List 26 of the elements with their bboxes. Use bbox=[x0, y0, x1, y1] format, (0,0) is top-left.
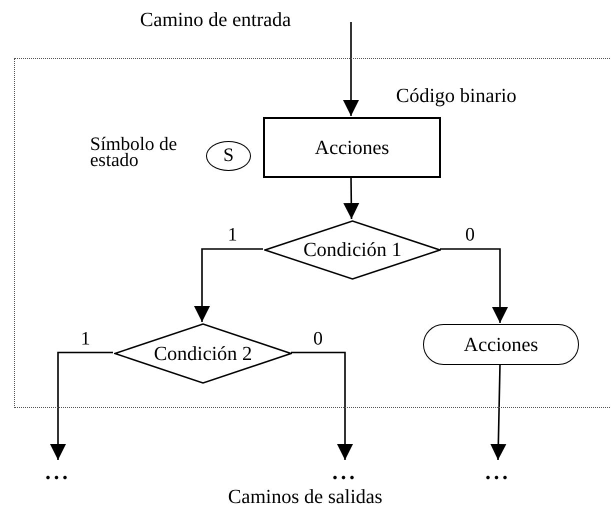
node-text: Condición 2 bbox=[154, 342, 252, 366]
state-ellipse bbox=[206, 141, 251, 171]
process-box bbox=[263, 117, 441, 178]
node-caption: Símbolo de estado bbox=[90, 137, 178, 169]
ellipsis-text: ... bbox=[478, 460, 518, 484]
caption-text: Camino de entrada bbox=[140, 8, 292, 33]
decision-diamond bbox=[264, 220, 441, 280]
dotted-boundary bbox=[14, 58, 611, 408]
arrow bbox=[291, 352, 353, 460]
node-text: S bbox=[223, 144, 234, 168]
node-text: Acciones bbox=[464, 332, 538, 358]
arrow bbox=[440, 248, 508, 323]
ellipsis-text: ... bbox=[38, 460, 78, 484]
node-text: Acciones bbox=[314, 136, 390, 160]
decision-diamond bbox=[114, 323, 292, 384]
arrow bbox=[194, 248, 263, 322]
caption-text: Caminos de salidas bbox=[228, 485, 382, 510]
node-text: Código binario bbox=[396, 84, 517, 109]
arrow bbox=[343, 22, 359, 116]
ellipsis-text: ... bbox=[325, 460, 365, 484]
arrow bbox=[50, 352, 113, 460]
rounded-process-box bbox=[423, 324, 579, 365]
node-text: Condición 1 bbox=[303, 238, 402, 263]
edge-label: 0 bbox=[312, 329, 324, 348]
arrow bbox=[490, 364, 506, 460]
arrow bbox=[343, 177, 360, 219]
